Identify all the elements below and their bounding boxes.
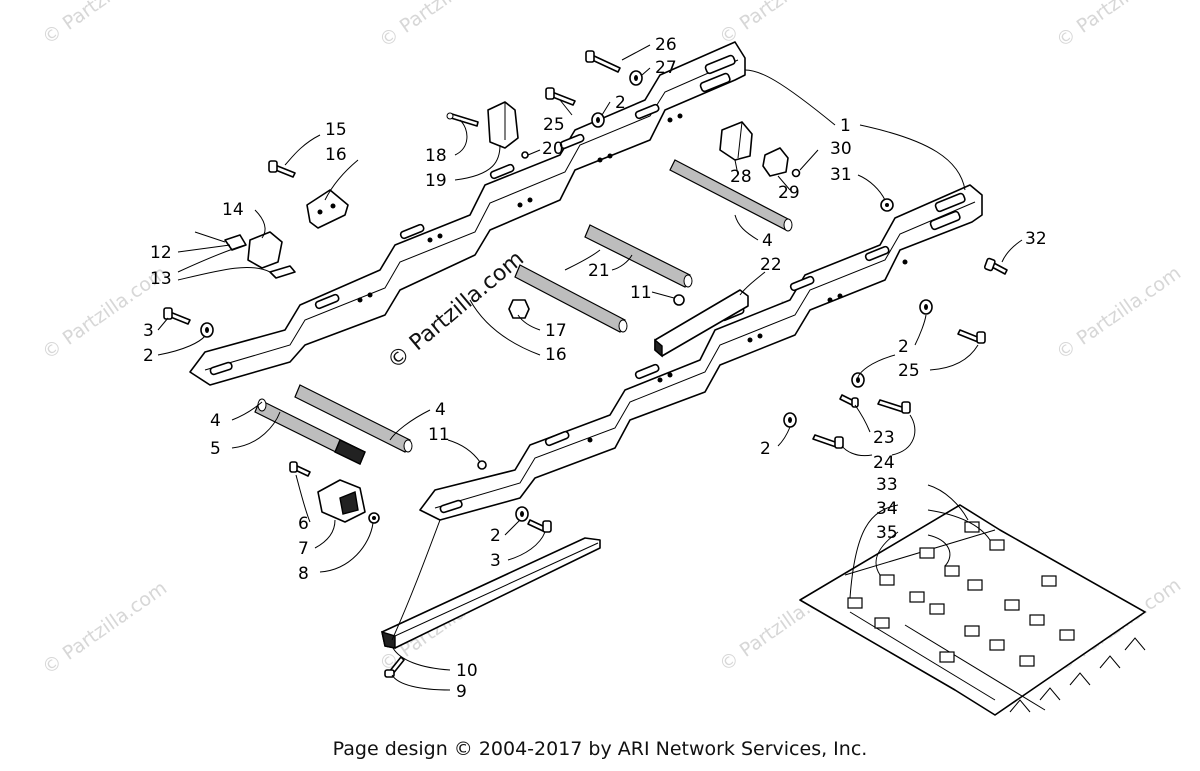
callout-21: 21 [588,261,610,281]
callout-9: 9 [456,682,467,702]
callout-5: 5 [210,439,221,459]
cross-shaft-mid [584,224,693,288]
callout-11: 11 [630,283,652,303]
callout-2: 2 [898,337,909,357]
callout-1: 1 [840,116,851,136]
callout-10: 10 [456,661,478,681]
callout-27: 27 [655,58,677,78]
callout-35: 35 [876,523,898,543]
callout-16: 16 [325,145,347,165]
bumper-7 [317,479,366,523]
watermark: © Partzilla.com [38,577,171,679]
callout-25: 25 [898,361,920,381]
callout-2: 2 [143,346,154,366]
callout-33: 33 [876,475,898,495]
callout-16: 16 [545,345,567,365]
callout-14: 14 [222,200,244,220]
callout-30: 30 [830,139,852,159]
callout-2: 2 [615,93,626,113]
callout-3: 3 [143,321,154,341]
callout-7: 7 [298,539,309,559]
callout-20: 20 [542,139,564,159]
callout-15: 15 [325,120,347,140]
watermark: © Partzilla.com [1052,262,1185,364]
callout-4: 4 [435,400,446,420]
callout-18: 18 [425,146,447,166]
cross-shaft-front-upper [294,384,413,453]
callout-labels: 1 26 27 2 25 18 19 20 15 16 14 12 13 3 2… [143,35,1047,702]
callout-12: 12 [150,243,172,263]
leader-lines [157,44,1023,691]
track [799,504,1146,716]
callout-34: 34 [876,499,898,519]
callout-25: 25 [543,115,565,135]
watermark: © Partzilla.com [375,0,508,52]
cross-shaft-21 [514,264,628,333]
callout-6: 6 [298,514,309,534]
callout-17: 17 [545,321,567,341]
callout-11: 11 [428,425,450,445]
footer-copyright: Page design © 2004-2017 by ARI Network S… [332,738,868,760]
callout-31: 31 [830,165,852,185]
left-rail [189,41,746,386]
callout-2: 2 [490,526,501,546]
slide-bracket [654,289,749,358]
callout-22: 22 [760,255,782,275]
callout-24: 24 [873,453,895,473]
nut-30 [791,168,801,178]
callout-4: 4 [762,231,773,251]
cross-shaft-front-lower [254,398,366,465]
bumper-block-28 [719,121,753,161]
callout-4: 4 [210,411,221,431]
callout-19: 19 [425,171,447,191]
callout-3: 3 [490,551,501,571]
bracket-14 [194,231,296,279]
wear-strip [381,537,601,649]
callout-28: 28 [730,167,752,187]
cross-shaft-rear [669,159,793,232]
watermark: © Partzilla.com [38,0,171,49]
callout-32: 32 [1025,229,1047,249]
bracket-15-16 [306,189,349,229]
callout-2: 2 [760,439,771,459]
callout-13: 13 [150,269,172,289]
roller-29 [762,147,789,177]
callout-8: 8 [298,564,309,584]
bumper-block-19 [487,101,519,149]
watermark: © Partzilla.com [1052,0,1185,52]
callout-23: 23 [873,428,895,448]
callout-29: 29 [778,183,800,203]
callout-26: 26 [655,35,677,55]
